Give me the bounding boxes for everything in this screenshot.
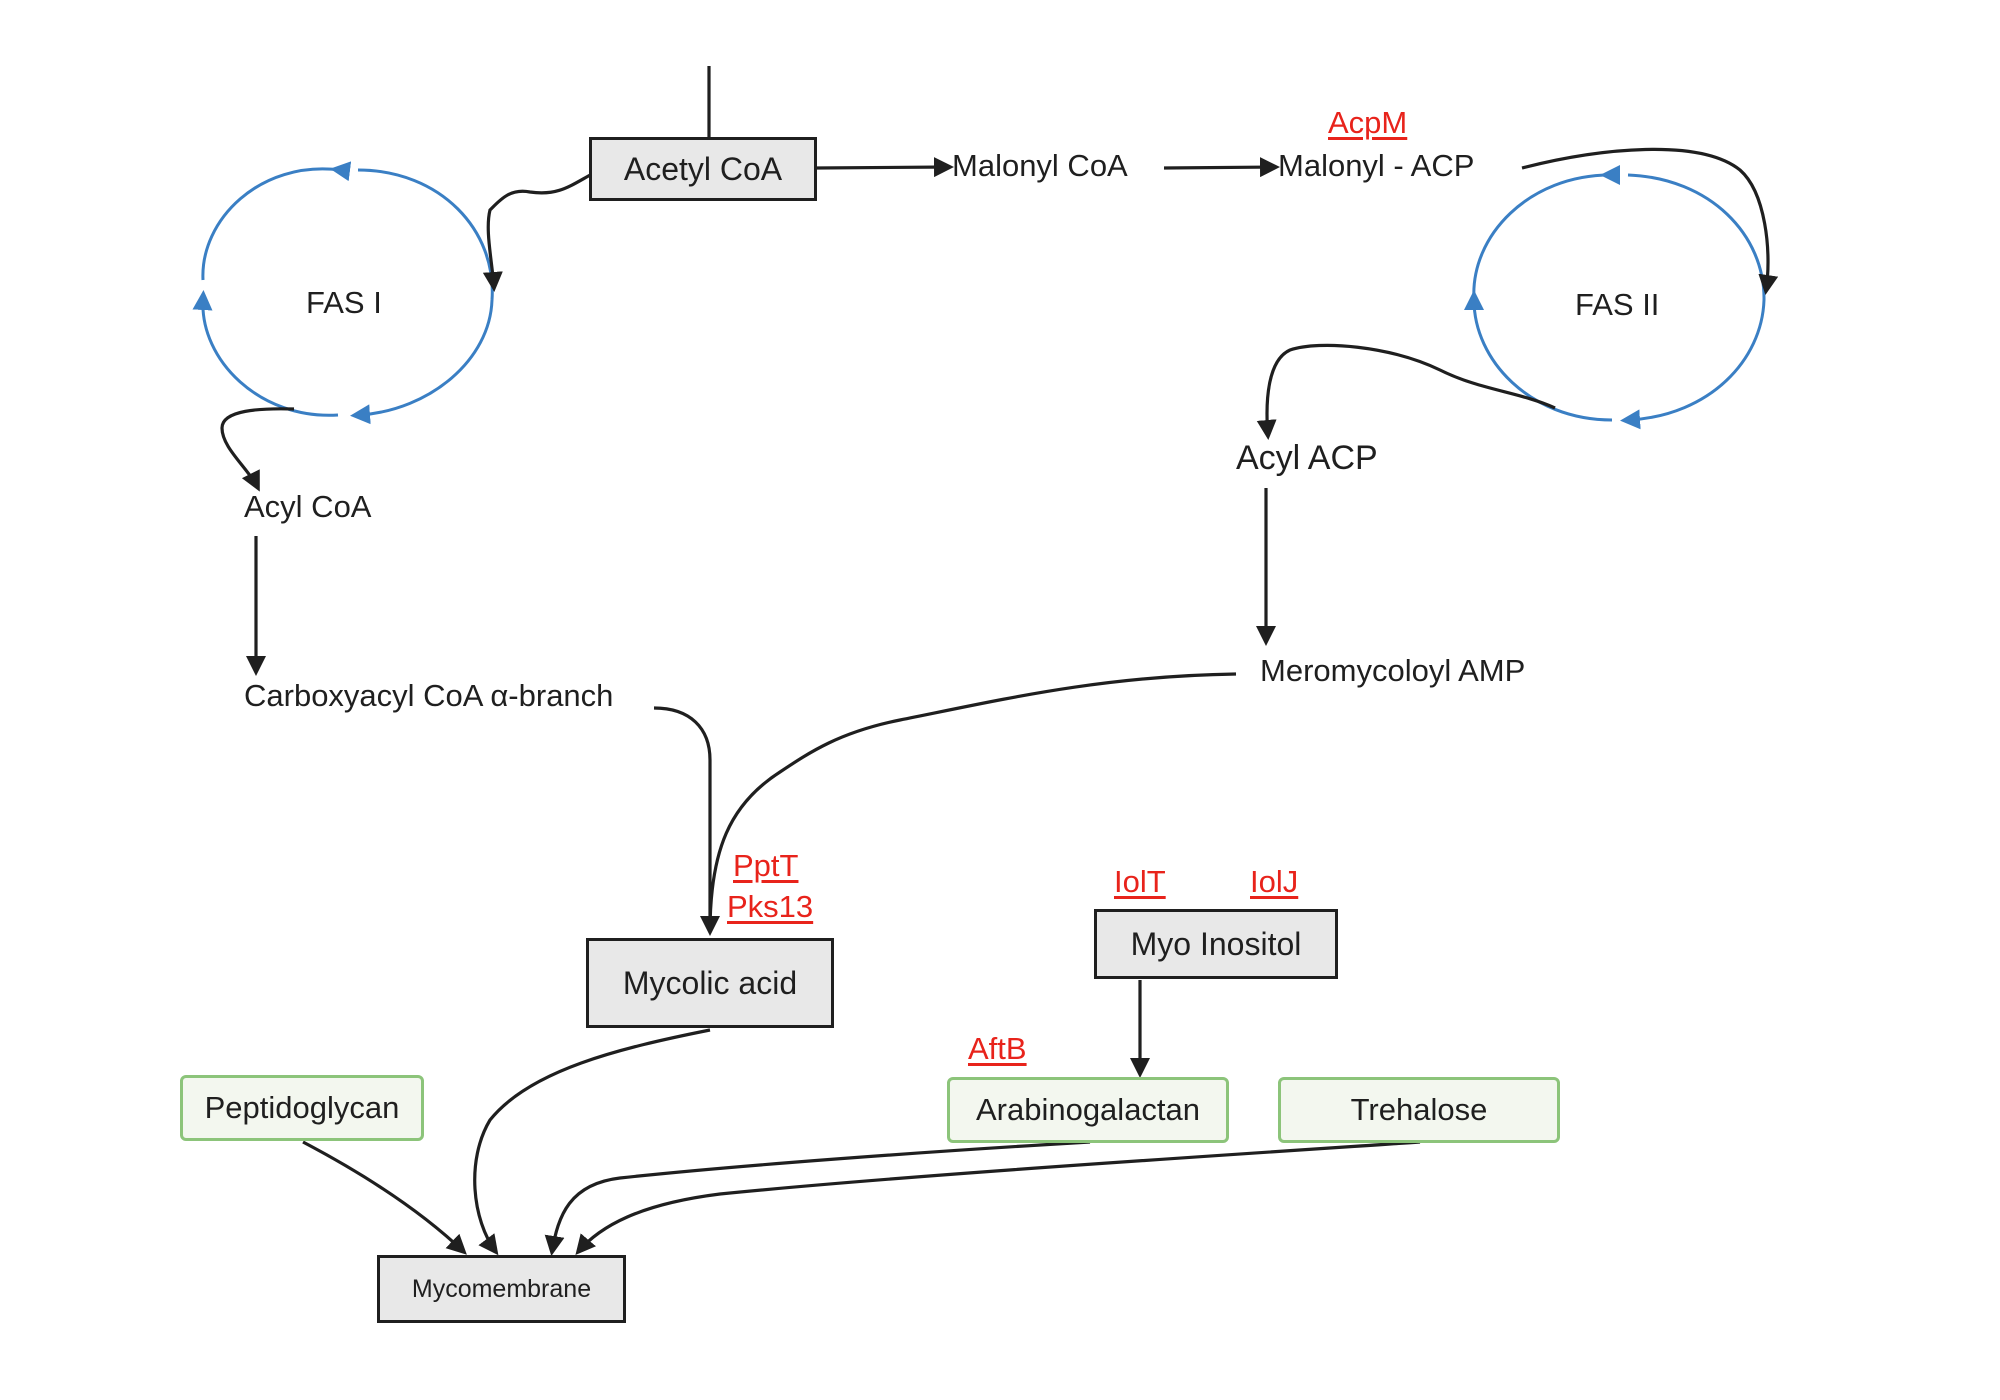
arrow-peptidoglycan-to-mycomembrane: [302, 1140, 467, 1255]
acyl-acp-label: Acyl ACP: [1236, 439, 1378, 477]
trehalose-box: Trehalose: [1278, 1077, 1560, 1143]
arabinogalactan-label: Arabinogalactan: [975, 1092, 1201, 1127]
malonyl-coa-label: Malonyl CoA: [952, 148, 1128, 183]
myo-inositol-label: Myo Inositol: [1130, 925, 1302, 962]
trehalose-label: Trehalose: [1350, 1092, 1488, 1127]
arrow-carboxyacyl-to-mycolic: [653, 706, 720, 936]
acyl-coa-label: Acyl CoA: [244, 489, 372, 524]
arrow-mycolic-to-mycomembrane: [473, 1028, 711, 1256]
enzyme-aftb: AftB: [968, 1031, 1027, 1066]
arrow-malonyl-to-acp: [1163, 157, 1280, 178]
enzyme-acpm: AcpM: [1328, 105, 1408, 140]
arabinogalactan-box: Arabinogalactan: [947, 1077, 1229, 1143]
mycolic-acid-box: Mycolic acid: [586, 938, 834, 1028]
fas2-label: FAS II: [1575, 287, 1660, 322]
malonyl-acp-label: Malonyl - ACP: [1278, 148, 1475, 183]
enzyme-pks13: Pks13: [727, 889, 814, 924]
arrow-fas1-to-acyl-coa: [220, 407, 295, 492]
mycomembrane-label: Mycomembrane: [411, 1274, 592, 1303]
arrow-acp-to-fas2: [1521, 147, 1779, 295]
acetyl-coa-box: Acetyl CoA: [589, 137, 817, 201]
arrow-acetyl-to-malonyl: [816, 157, 954, 178]
arrow-meromycoloyl-to-mycolic: [708, 672, 1237, 933]
acetyl-coa-label: Acetyl CoA: [623, 150, 783, 187]
arrow-arabinogalactan-to-mycomembrane: [544, 1140, 1091, 1256]
mycolic-acid-label: Mycolic acid: [622, 964, 798, 1001]
peptidoglycan-box: Peptidoglycan: [180, 1075, 424, 1141]
carboxyacyl-label: Carboxyacyl CoA α-branch: [244, 678, 614, 713]
arrow-fas2-to-acyl-acp: [1256, 343, 1556, 440]
enzyme-iolt: IolT: [1114, 864, 1166, 899]
myo-inositol-box: Myo Inositol: [1094, 909, 1338, 979]
peptidoglycan-label: Peptidoglycan: [204, 1090, 400, 1125]
arrow-acetyl-to-fas1: [482, 172, 593, 292]
mycomembrane-box: Mycomembrane: [377, 1255, 626, 1323]
meromycoloyl-label: Meromycoloyl AMP: [1260, 653, 1526, 688]
arrow-trehalose-to-mycomembrane: [575, 1140, 1421, 1256]
fas1-label: FAS I: [306, 285, 382, 320]
enzyme-pptt: PptT: [733, 848, 799, 883]
enzyme-iolj: IolJ: [1250, 864, 1299, 899]
